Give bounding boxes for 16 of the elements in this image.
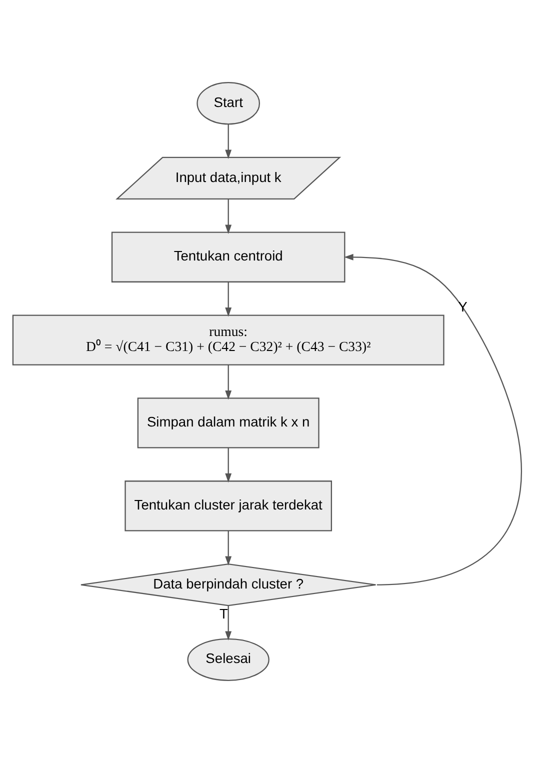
arrow [225,530,232,566]
arrow [344,254,522,586]
node-box: Tentukan centroid [111,232,346,282]
node-ellipse: Start [196,82,260,125]
node-ellipse: Selesai [187,638,270,681]
arrow [225,448,232,483]
arrow [225,606,232,640]
node-box: rumus: D⁰ = √(C41 − C31) + (C42 − C32)² + (C43 − C33)² [12,314,444,366]
arrow [225,199,232,234]
node-box: Simpan dalam matrik k x n [137,398,320,448]
node-box: Tentukan cluster jarak terdekat [124,480,332,532]
arrow [225,364,232,400]
arrow [225,282,232,317]
edge-label: T [220,605,228,622]
arrow [225,124,232,159]
node-diamond: Data berpindah cluster ? [80,563,376,606]
